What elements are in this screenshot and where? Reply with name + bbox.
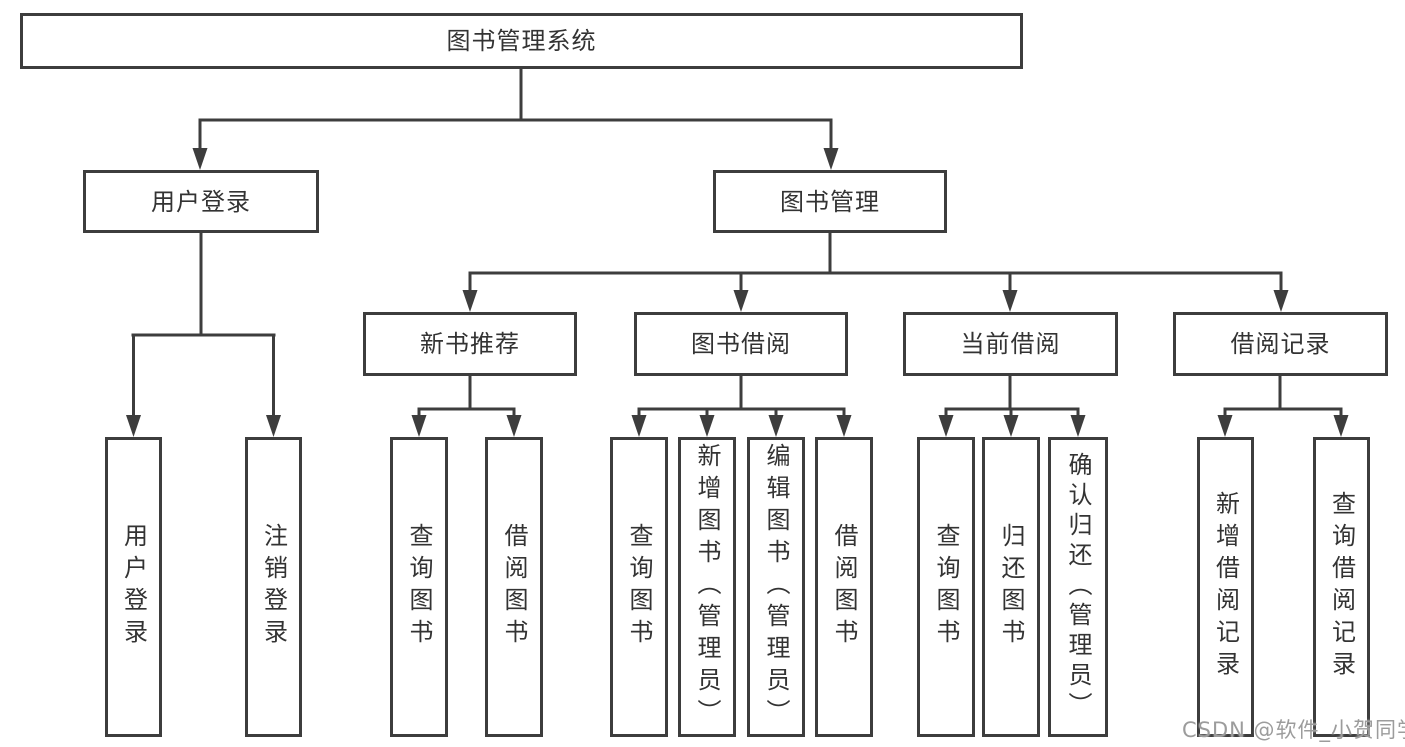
- node-current-borrowing-label: 当前借阅: [960, 330, 1061, 358]
- leaf-newbooks-borrow: 借阅图书: [485, 437, 543, 737]
- node-root-label: 图书管理系统: [446, 27, 597, 55]
- leaf-user-login: 用户登录: [105, 437, 162, 737]
- leaf-logout-label: 注销登录: [259, 523, 288, 651]
- node-book-mgmt-label: 图书管理: [780, 187, 880, 216]
- leaf-current-return: 归还图书: [982, 437, 1040, 737]
- csdn-watermark: CSDN @软件_小贺同学: [1182, 718, 1405, 742]
- node-book-borrowing-label: 图书借阅: [691, 330, 791, 358]
- leaf-records-query-label: 查询借阅记录: [1327, 491, 1356, 683]
- leaf-records-add-label: 新增借阅记录: [1211, 491, 1240, 683]
- node-borrow-records-label: 借阅记录: [1230, 330, 1331, 358]
- leaf-current-query-label: 查询图书: [932, 523, 960, 651]
- leaf-newbooks-query: 查询图书: [390, 437, 448, 737]
- leaf-borrowing-add: 新增图书（管理员）: [678, 437, 736, 737]
- arrowheads: [126, 148, 1349, 437]
- leaf-current-query: 查询图书: [917, 437, 975, 737]
- node-book-borrowing: 图书借阅: [634, 312, 848, 376]
- leaf-borrowing-add-label: 新增图书（管理员）: [693, 443, 721, 731]
- leaf-borrowing-query-label: 查询图书: [625, 523, 653, 651]
- leaf-logout: 注销登录: [245, 437, 302, 737]
- leaf-borrowing-edit: 编辑图书（管理员）: [747, 437, 805, 737]
- leaf-current-return-label: 归还图书: [997, 523, 1025, 651]
- node-root: 图书管理系统: [20, 13, 1023, 69]
- leaf-current-confirm-return-label: 确认归还（管理员）: [1064, 452, 1092, 722]
- leaf-records-add: 新增借阅记录: [1197, 437, 1254, 737]
- leaf-newbooks-borrow-label: 借阅图书: [500, 523, 528, 651]
- leaf-newbooks-query-label: 查询图书: [405, 523, 433, 651]
- node-new-books: 新书推荐: [363, 312, 577, 376]
- node-borrow-records: 借阅记录: [1173, 312, 1388, 376]
- node-new-books-label: 新书推荐: [420, 330, 520, 358]
- node-book-mgmt: 图书管理: [713, 170, 947, 233]
- leaf-borrowing-borrow: 借阅图书: [815, 437, 873, 737]
- node-current-borrowing: 当前借阅: [903, 312, 1118, 376]
- leaf-borrowing-edit-label: 编辑图书（管理员）: [762, 443, 790, 731]
- leaf-current-confirm-return: 确认归还（管理员）: [1048, 437, 1108, 737]
- node-user-login: 用户登录: [83, 170, 319, 233]
- leaf-records-query: 查询借阅记录: [1313, 437, 1370, 737]
- leaf-borrowing-borrow-label: 借阅图书: [830, 523, 858, 651]
- leaf-user-login-label: 用户登录: [119, 523, 148, 651]
- node-user-login-label: 用户登录: [151, 187, 251, 216]
- leaf-borrowing-query: 查询图书: [610, 437, 668, 737]
